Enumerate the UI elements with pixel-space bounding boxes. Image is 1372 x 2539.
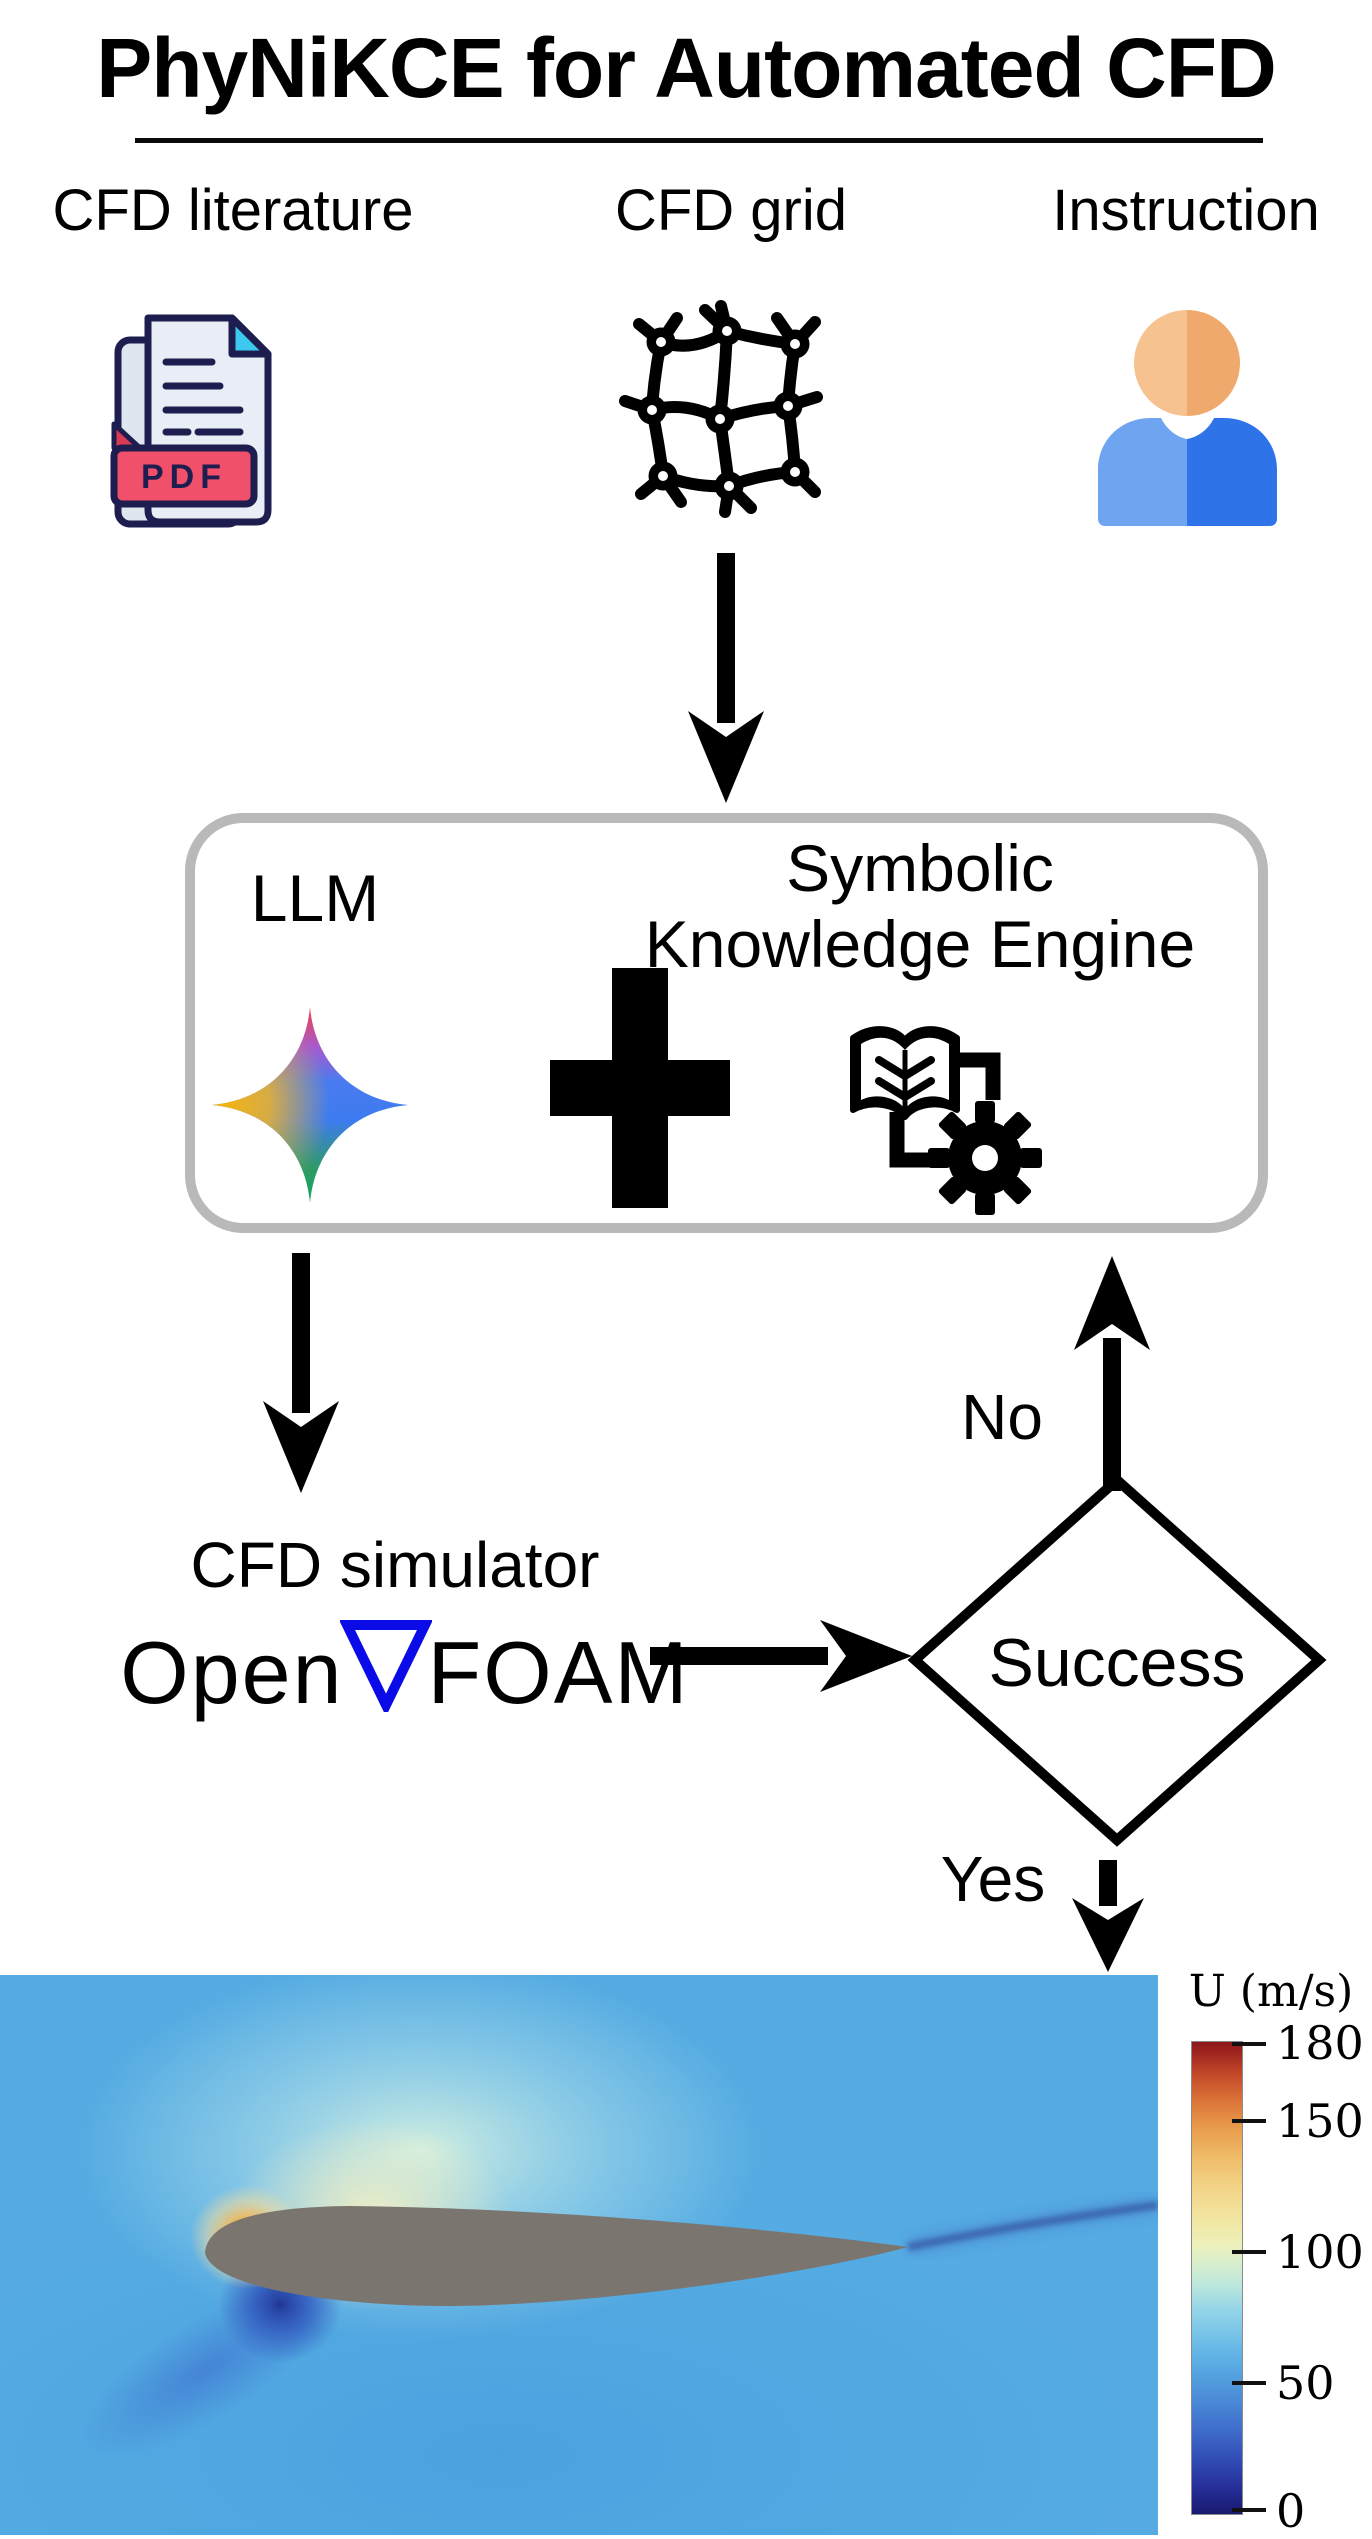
colorbar-tick-label: 150 bbox=[1276, 2094, 1364, 2148]
openfoam-logo-foam: FOAM bbox=[427, 1623, 690, 1722]
decision-success-label: Success bbox=[988, 1625, 1246, 1701]
colorbar-gradient bbox=[1191, 2041, 1243, 2515]
colorbar-tick-mark bbox=[1232, 2250, 1266, 2254]
yes-branch-label: Yes bbox=[940, 1843, 1046, 1915]
colorbar-tick-mark bbox=[1232, 2042, 1266, 2046]
colorbar-tick-label: 100 bbox=[1276, 2225, 1364, 2279]
colorbar-tick-label: 180 bbox=[1276, 2016, 1364, 2070]
symbolic-engine-label-line2: Knowledge Engine bbox=[644, 907, 1196, 981]
arrow-inputs-to-engine bbox=[688, 553, 764, 803]
colorbar-tick-label: 0 bbox=[1276, 2484, 1306, 2538]
label-cfd-literature: CFD literature bbox=[52, 178, 414, 243]
label-instruction: Instruction bbox=[1052, 178, 1320, 243]
arrow-simulator-to-decision bbox=[650, 1620, 912, 1692]
no-branch-label: No bbox=[961, 1381, 1043, 1453]
colorbar-tick-mark bbox=[1232, 2119, 1266, 2123]
user-person-icon bbox=[1098, 310, 1277, 526]
cfd-result-image bbox=[0, 1975, 1158, 2535]
openfoam-logo: Open FOAM bbox=[85, 1615, 725, 1731]
engine-box bbox=[185, 813, 1268, 1233]
page-title: PhyNiKCE for Automated CFD bbox=[96, 21, 1277, 115]
label-cfd-grid: CFD grid bbox=[614, 178, 848, 243]
arrow-yes-to-result bbox=[1072, 1860, 1144, 1972]
mesh-grid-icon bbox=[619, 300, 823, 518]
symbolic-engine-label-line1: Symbolic bbox=[786, 831, 1054, 905]
gear-icon bbox=[928, 1101, 1042, 1215]
openfoam-nabla-icon bbox=[339, 1620, 432, 1712]
pdf-document-icon: PDF bbox=[110, 314, 272, 528]
colorbar-tick-mark bbox=[1232, 2381, 1266, 2385]
llm-sparkle-icon bbox=[212, 1007, 408, 1203]
title-underline bbox=[135, 138, 1263, 143]
arrow-no-to-engine bbox=[1074, 1256, 1150, 1491]
openfoam-logo-open: Open bbox=[120, 1623, 344, 1722]
colorbar-title: U (m/s) bbox=[1188, 1966, 1354, 2017]
colorbar-tick-label: 50 bbox=[1276, 2356, 1335, 2410]
knowledge-engine-book-gear-icon bbox=[850, 1026, 1042, 1215]
llm-label: LLM bbox=[250, 861, 380, 935]
decision-diamond bbox=[907, 1473, 1327, 1847]
mesh-nodes bbox=[637, 316, 810, 501]
airfoil-shape bbox=[205, 2206, 908, 2307]
pdf-badge-text: PDF bbox=[141, 458, 227, 496]
pdf-text-lines bbox=[162, 358, 244, 436]
cfd-simulator-label: CFD simulator bbox=[190, 1529, 600, 1601]
plus-icon bbox=[550, 968, 730, 1208]
colorbar-tick-mark bbox=[1232, 2508, 1266, 2512]
arrow-engine-to-simulator bbox=[263, 1253, 339, 1493]
